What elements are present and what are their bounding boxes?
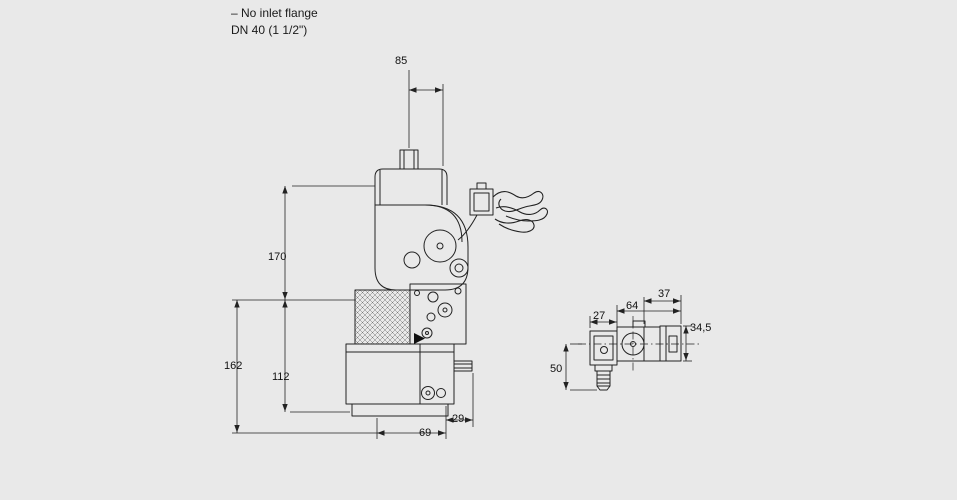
side-end-cap <box>659 325 682 362</box>
variant-note-line1: – No inlet flange <box>231 6 318 20</box>
dim-label-lower-height: 112 <box>272 371 290 383</box>
solenoid-cable-icon <box>492 191 548 233</box>
lower-valve-block <box>345 343 473 417</box>
dim-label-end-height: 34,5 <box>690 322 712 334</box>
dim-label-end-width: 37 <box>658 288 671 300</box>
actuator-cylinder <box>374 168 448 205</box>
spindle-cap <box>399 149 419 170</box>
dim-label-coil-width: 27 <box>593 310 606 322</box>
side-cable-gland <box>594 364 613 391</box>
dim-label-outlet-offset: 29 <box>452 413 465 425</box>
dim-label-coil-height: 50 <box>550 363 563 375</box>
actuator-body <box>374 204 469 291</box>
valve-front-view <box>345 149 548 417</box>
dim-label-upper-height: 170 <box>268 251 287 263</box>
solenoid-connector <box>457 182 494 241</box>
side-solenoid-coil <box>589 330 618 366</box>
dim-label-left-height: 162 <box>224 360 243 372</box>
side-boss <box>449 258 469 278</box>
dim-label-bottom-width: 69 <box>419 427 432 439</box>
dimension-lines <box>232 70 692 439</box>
side-valve-body <box>616 320 661 362</box>
center-lines <box>578 316 700 372</box>
valve-side-view <box>578 316 700 391</box>
dim-label-body-length: 64 <box>626 300 639 312</box>
pressure-tap <box>453 360 473 372</box>
filter-mesh <box>354 289 411 345</box>
flow-arrow-icon <box>414 333 425 344</box>
variant-note-line2: DN 40 (1 1/2") <box>231 23 308 37</box>
valve-mid-section <box>354 283 467 345</box>
dim-label-overall-width: 85 <box>395 55 408 67</box>
